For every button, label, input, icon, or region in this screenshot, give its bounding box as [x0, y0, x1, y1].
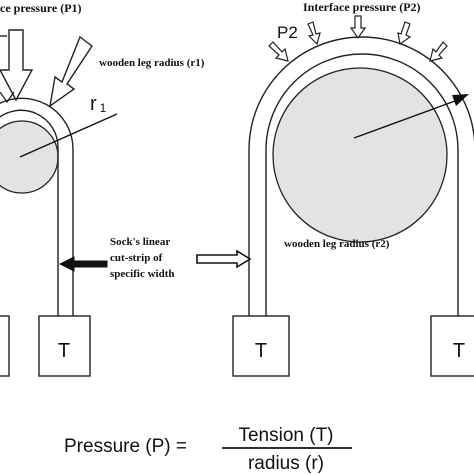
left-wooden-leg-circle [0, 120, 59, 194]
right-weight-box-left [232, 315, 290, 377]
right-leg-radius-label: wooden leg radius (r2) [284, 238, 390, 250]
right-pressure-arrow-4 [397, 21, 412, 46]
left-leg-radius-label: wooden leg radius (r1) [99, 57, 205, 69]
right-weight-label-right: T [453, 340, 465, 362]
left-vertical-arrow [0, 29, 34, 102]
formula-numerator: Tension (T) [238, 425, 333, 446]
right-pressure-arrow-2 [307, 21, 321, 46]
left-edge-arrow-head [0, 91, 15, 104]
strip-label-line-3: specific width [110, 268, 174, 280]
left-diagonal-arrow [49, 35, 93, 108]
right-pressure-label: Interface pressure (P2) [303, 0, 421, 14]
right-weight-box-right [430, 315, 474, 377]
formula-lhs: Pressure (P) = [64, 436, 187, 457]
right-weight-label-left: T [255, 340, 267, 362]
right-pressure-arrow-3 [349, 15, 367, 40]
right-pressure-arrow-5 [429, 41, 448, 62]
left-weight-label: T [58, 340, 70, 362]
left-strip-inner [0, 109, 59, 316]
right-pressure-arrow-1 [268, 41, 289, 62]
left-radius-line [19, 113, 118, 158]
right-strip-outer [248, 36, 474, 316]
right-radius-arrowhead [452, 94, 469, 106]
strip-label-line-2: cut-strip of [110, 252, 163, 264]
left-weight-box [38, 315, 91, 377]
formula-denominator: radius (r) [248, 453, 324, 474]
strip-label-line-1: Sock's linear [110, 236, 170, 248]
right-radius-line [353, 100, 456, 139]
left-pressure-label: ce pressure (P1) [0, 1, 82, 15]
left-cut-weight-box [0, 315, 10, 377]
right-p2-label: P2 [277, 23, 298, 42]
strip-arrow-right [196, 249, 252, 269]
right-strip-inner [265, 53, 459, 316]
right-wooden-leg-circle [272, 67, 448, 243]
strip-arrow-left [58, 256, 108, 272]
